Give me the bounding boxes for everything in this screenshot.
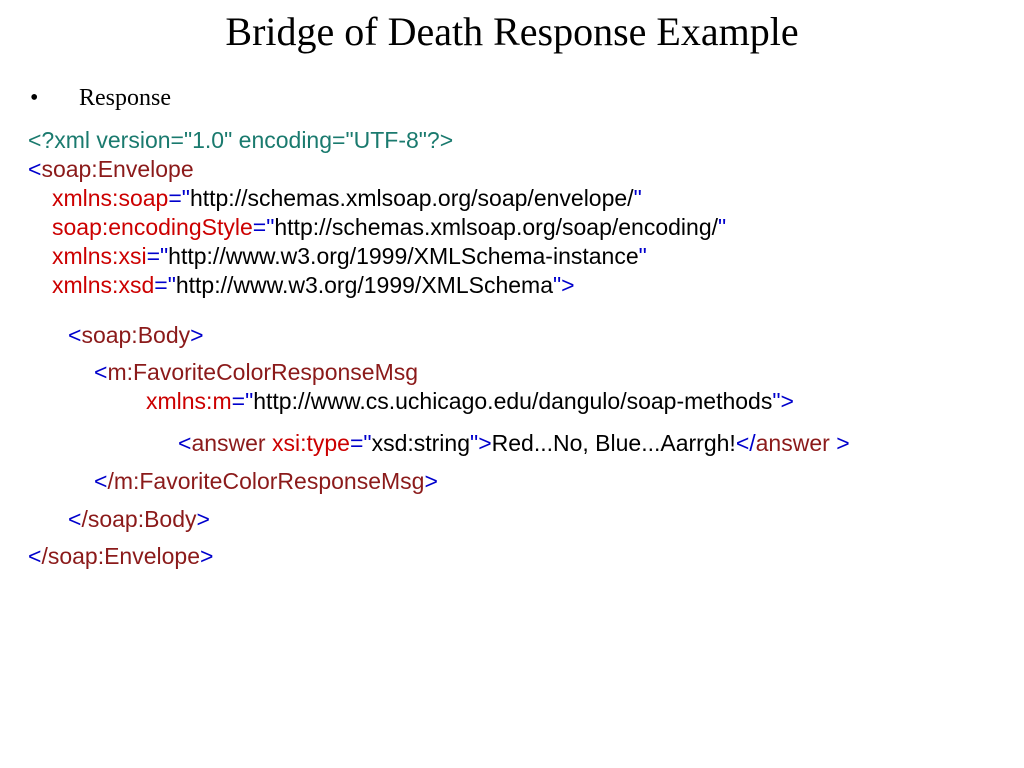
gt-bracket: > [190,322,204,348]
gt-bracket: > [200,543,214,569]
attr-quote: " [245,388,254,414]
xml-declaration: <?xml version="1.0" encoding="UTF-8"?> [28,127,454,153]
gt-bracket: > [780,388,794,414]
attr-eq: = [349,430,364,456]
gt-bracket: > [424,468,438,494]
body-tag-name: soap:Body [81,322,191,348]
attr-value: http://www.w3.org/1999/XMLSchema-instanc… [168,243,639,269]
close-lt-bracket: </ [735,430,756,456]
lt-bracket: < [68,322,82,348]
attr-name: xsi:type [271,430,350,456]
bullet-dot: • [30,85,39,111]
attr-quote: " [160,243,169,269]
attr-eq: = [146,243,160,269]
lt-bracket: < [94,468,108,494]
attr-name: xmlns:m [146,388,232,414]
attr-line-xmlns-m: xmlns:m="http://www.cs.uchicago.edu/dang… [146,387,794,416]
attr-quote: " [167,272,176,298]
lt-bracket: < [94,359,108,385]
attr-quote: " [718,214,727,240]
attr-name: xmlns:soap [52,185,169,211]
attr-value: http://www.w3.org/1999/XMLSchema [175,272,553,298]
attr-value: xsd:string [371,430,471,456]
envelope-close-line: </soap:Envelope> [28,542,213,571]
attr-value: http://schemas.xmlsoap.org/soap/encoding… [274,214,719,240]
attr-line-xmlns-xsd: xmlns:xsd="http://www.w3.org/1999/XMLSch… [52,271,575,300]
gt-bracket: > [196,506,210,532]
response-close-tag-name: /m:FavoriteColorResponseMsg [107,468,425,494]
attr-quote: " [553,272,562,298]
answer-content: Red...No, Blue...Aarrgh! [491,430,736,456]
slide-title: Bridge of Death Response Example [225,9,799,54]
body-close-tag-name: /soap:Body [81,506,197,532]
response-close-line: </m:FavoriteColorResponseMsg> [94,467,438,496]
attr-eq: = [231,388,246,414]
attr-eq: = [154,272,168,298]
attr-quote: " [363,430,372,456]
answer-tag-name: answer [191,430,266,456]
envelope-close-tag-name: /soap:Envelope [41,543,201,569]
body-open-line: <soap:Body> [68,321,204,350]
response-open-line: <m:FavoriteColorResponseMsg [94,358,418,387]
gt-bracket: > [836,430,850,456]
body-close-line: </soap:Body> [68,505,210,534]
attr-eq: = [168,185,182,211]
attr-name: soap:encodingStyle [52,214,253,240]
attr-quote: " [181,185,190,211]
response-tag-name: m:FavoriteColorResponseMsg [107,359,419,385]
answer-line: <answer xsi:type="xsd:string">Red...No, … [178,429,850,458]
bullet-text: Response [79,85,171,111]
attr-quote: " [638,243,647,269]
lt-bracket: < [28,156,42,182]
attr-quote: " [633,185,642,211]
lt-bracket: < [28,543,42,569]
attr-value: http://schemas.xmlsoap.org/soap/envelope… [189,185,634,211]
gt-bracket: > [561,272,575,298]
attr-eq: = [252,214,267,240]
attr-line-xmlns-xsi: xmlns:xsi="http://www.w3.org/1999/XMLSch… [52,242,647,271]
lt-bracket: < [68,506,82,532]
attr-quote: " [470,430,479,456]
attr-value: http://www.cs.uchicago.edu/dangulo/soap-… [253,388,773,414]
attr-line-xmlns-soap: xmlns:soap="http://schemas.xmlsoap.org/s… [52,184,642,213]
bullet-item: • Response [30,84,171,112]
envelope-tag-name: soap:Envelope [41,156,194,182]
lt-bracket: < [178,430,192,456]
answer-close-tag-name: answer [755,430,837,456]
gt-bracket: > [478,430,492,456]
attr-line-encoding-style: soap:encodingStyle="http://schemas.xmlso… [52,213,726,242]
attr-quote: " [772,388,781,414]
envelope-open-line: <soap:Envelope [28,155,194,184]
attr-name: xmlns:xsi [52,243,147,269]
attr-quote: " [266,214,275,240]
attr-name: xmlns:xsd [52,272,155,298]
